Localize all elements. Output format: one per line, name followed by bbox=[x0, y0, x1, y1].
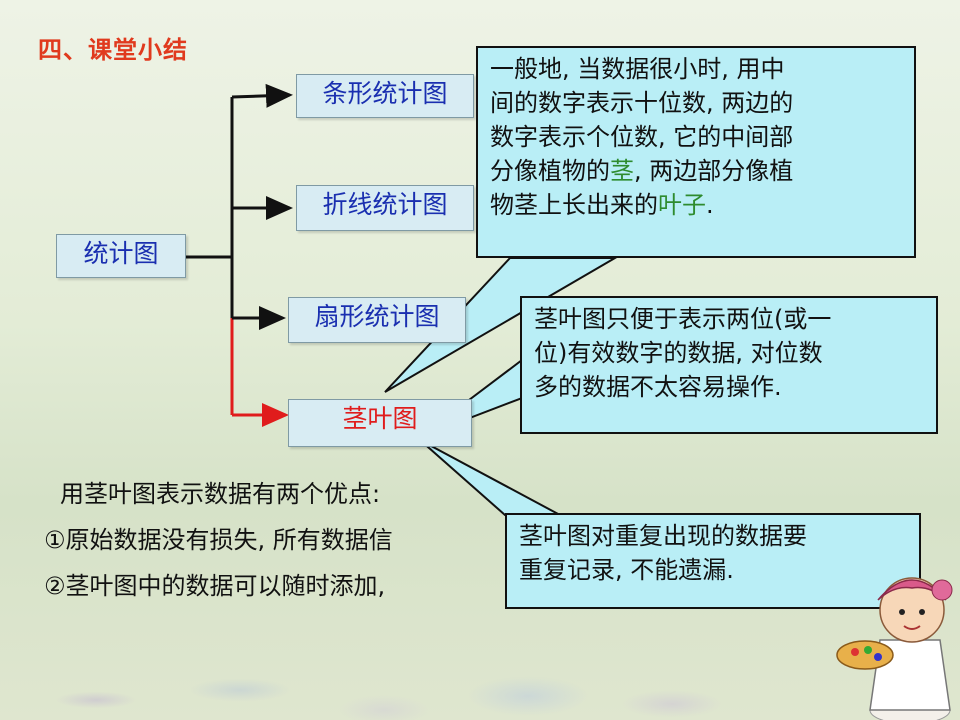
highlight-leaves: 叶子 bbox=[658, 191, 706, 219]
advantage-item-1: ①原始数据没有损失, 所有数据信 bbox=[44, 526, 393, 554]
branch-bar-chart: 条形统计图 bbox=[296, 74, 474, 118]
branch-stem-leaf: 茎叶图 bbox=[288, 399, 472, 447]
callout1-line2: 间的数字表示十位数, 两边的 bbox=[490, 89, 794, 117]
highlight-stem: 茎 bbox=[610, 157, 634, 185]
callout-stem-leaf-definition: 一般地, 当数据很小时, 用中 间的数字表示十位数, 两边的 数字表示个位数, … bbox=[476, 46, 916, 258]
callout3-line2: 重复记录, 不能遗漏. bbox=[519, 556, 734, 584]
callout-stem-leaf-limitation: 茎叶图只便于表示两位(或一 位)有效数字的数据, 对位数 多的数据不太容易操作. bbox=[520, 296, 938, 434]
callout1-line1: 一般地, 当数据很小时, 用中 bbox=[490, 55, 785, 83]
branch-line-chart: 折线统计图 bbox=[296, 185, 474, 231]
callout3-line1: 茎叶图对重复出现的数据要 bbox=[519, 522, 807, 550]
callout-stem-leaf-repetition: 茎叶图对重复出现的数据要 重复记录, 不能遗漏. bbox=[505, 513, 921, 609]
callout2-line3: 多的数据不太容易操作. bbox=[534, 373, 782, 401]
advantage-item-2: ②茎叶图中的数据可以随时添加, bbox=[44, 572, 386, 600]
callout1-line5: 物茎上长出来的叶子. bbox=[490, 191, 714, 219]
arrow-bar-chart bbox=[231, 83, 293, 108]
callout3-tail bbox=[419, 439, 561, 516]
callout2-line1: 茎叶图只便于表示两位(或一 bbox=[534, 305, 832, 333]
callout1-line3: 数字表示个位数, 它的中间部 bbox=[490, 123, 794, 151]
callout2-line2: 位)有效数字的数据, 对位数 bbox=[534, 339, 823, 367]
section-title: 四、课堂小结 bbox=[38, 36, 188, 64]
advantages-intro: 用茎叶图表示数据有两个优点: bbox=[60, 480, 381, 508]
branch-pie-chart: 扇形统计图 bbox=[288, 297, 466, 343]
callout1-line4: 分像植物的茎, 两边部分像植 bbox=[490, 157, 794, 185]
root-box-statistical-charts: 统计图 bbox=[56, 234, 186, 278]
cartoon-girl-illustration bbox=[836, 577, 953, 720]
